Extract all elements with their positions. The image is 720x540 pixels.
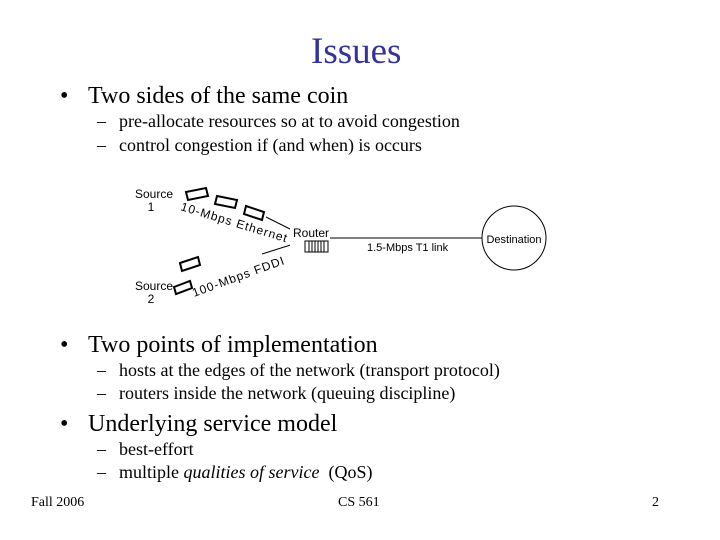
packet [172, 279, 194, 296]
packet [184, 186, 210, 202]
packet [213, 194, 239, 210]
slide-title: Issues [311, 31, 402, 72]
bullet-glyph: • [60, 332, 69, 358]
dash-glyph: – [97, 462, 106, 482]
source2-label: Source [135, 279, 173, 293]
packet [242, 204, 266, 222]
dash-glyph: – [97, 383, 106, 403]
bullet-glyph: • [60, 411, 69, 437]
bullet-text: Two sides of the same coin [88, 83, 349, 109]
dash-glyph: – [97, 439, 106, 459]
footer-course: CS 561 [338, 495, 380, 510]
sub-text: best-effort [119, 439, 194, 459]
packet-queue-upper [184, 186, 266, 222]
sub-text: pre-allocate resources so at to avoid co… [119, 111, 460, 131]
footer-date: Fall 2006 [31, 495, 85, 510]
sub-text: hosts at the edges of the network (trans… [119, 360, 500, 380]
sub-text: control congestion if (and when) is occu… [119, 135, 422, 155]
bullet-text: Underlying service model [88, 411, 338, 437]
fddi-link-label: 100-Mbps FDDI [190, 253, 287, 300]
sub-item: –best-effort [97, 438, 194, 461]
footer-page-number: 2 [652, 495, 659, 510]
sub-item: –pre-allocate resources so at to avoid c… [97, 110, 460, 133]
router-buffer-icon [304, 240, 329, 253]
bullet-item: • Two points of implementation [60, 331, 378, 359]
bullet-glyph: • [60, 83, 69, 109]
destination-label: Destination [486, 234, 541, 246]
qos-suffix: (QoS) [319, 462, 373, 482]
dash-glyph: – [97, 111, 106, 131]
qos-italic: qualities of service [183, 462, 320, 482]
source1-label: Source [135, 187, 173, 201]
router-label: Router [293, 226, 329, 240]
destination-node [481, 205, 547, 271]
sub-item: –routers inside the network (queuing dis… [97, 382, 455, 405]
source1-label-num: 1 [148, 200, 155, 214]
sub-text: routers inside the network (queuing disc… [119, 383, 456, 403]
packet-queue-lower [172, 255, 202, 296]
dash-glyph: – [97, 135, 106, 155]
source1-node [132, 185, 176, 215]
sub-item: –hosts at the edges of the network (tran… [97, 359, 500, 382]
bullet-item: • Underlying service model [60, 410, 337, 438]
qos-prefix: multiple [119, 462, 184, 482]
sub-item: –control congestion if (and when) is occ… [97, 134, 422, 157]
dash-glyph: – [97, 360, 106, 380]
sub-item: –multiple qualities of service (QoS) [97, 461, 372, 484]
packet [178, 255, 202, 273]
bullet-item: • Two sides of the same coin [60, 82, 348, 110]
t1-link-label: 1.5-Mbps T1 link [367, 242, 449, 254]
source2-label-num: 2 [148, 292, 155, 306]
bullet-text: Two points of implementation [88, 332, 378, 358]
